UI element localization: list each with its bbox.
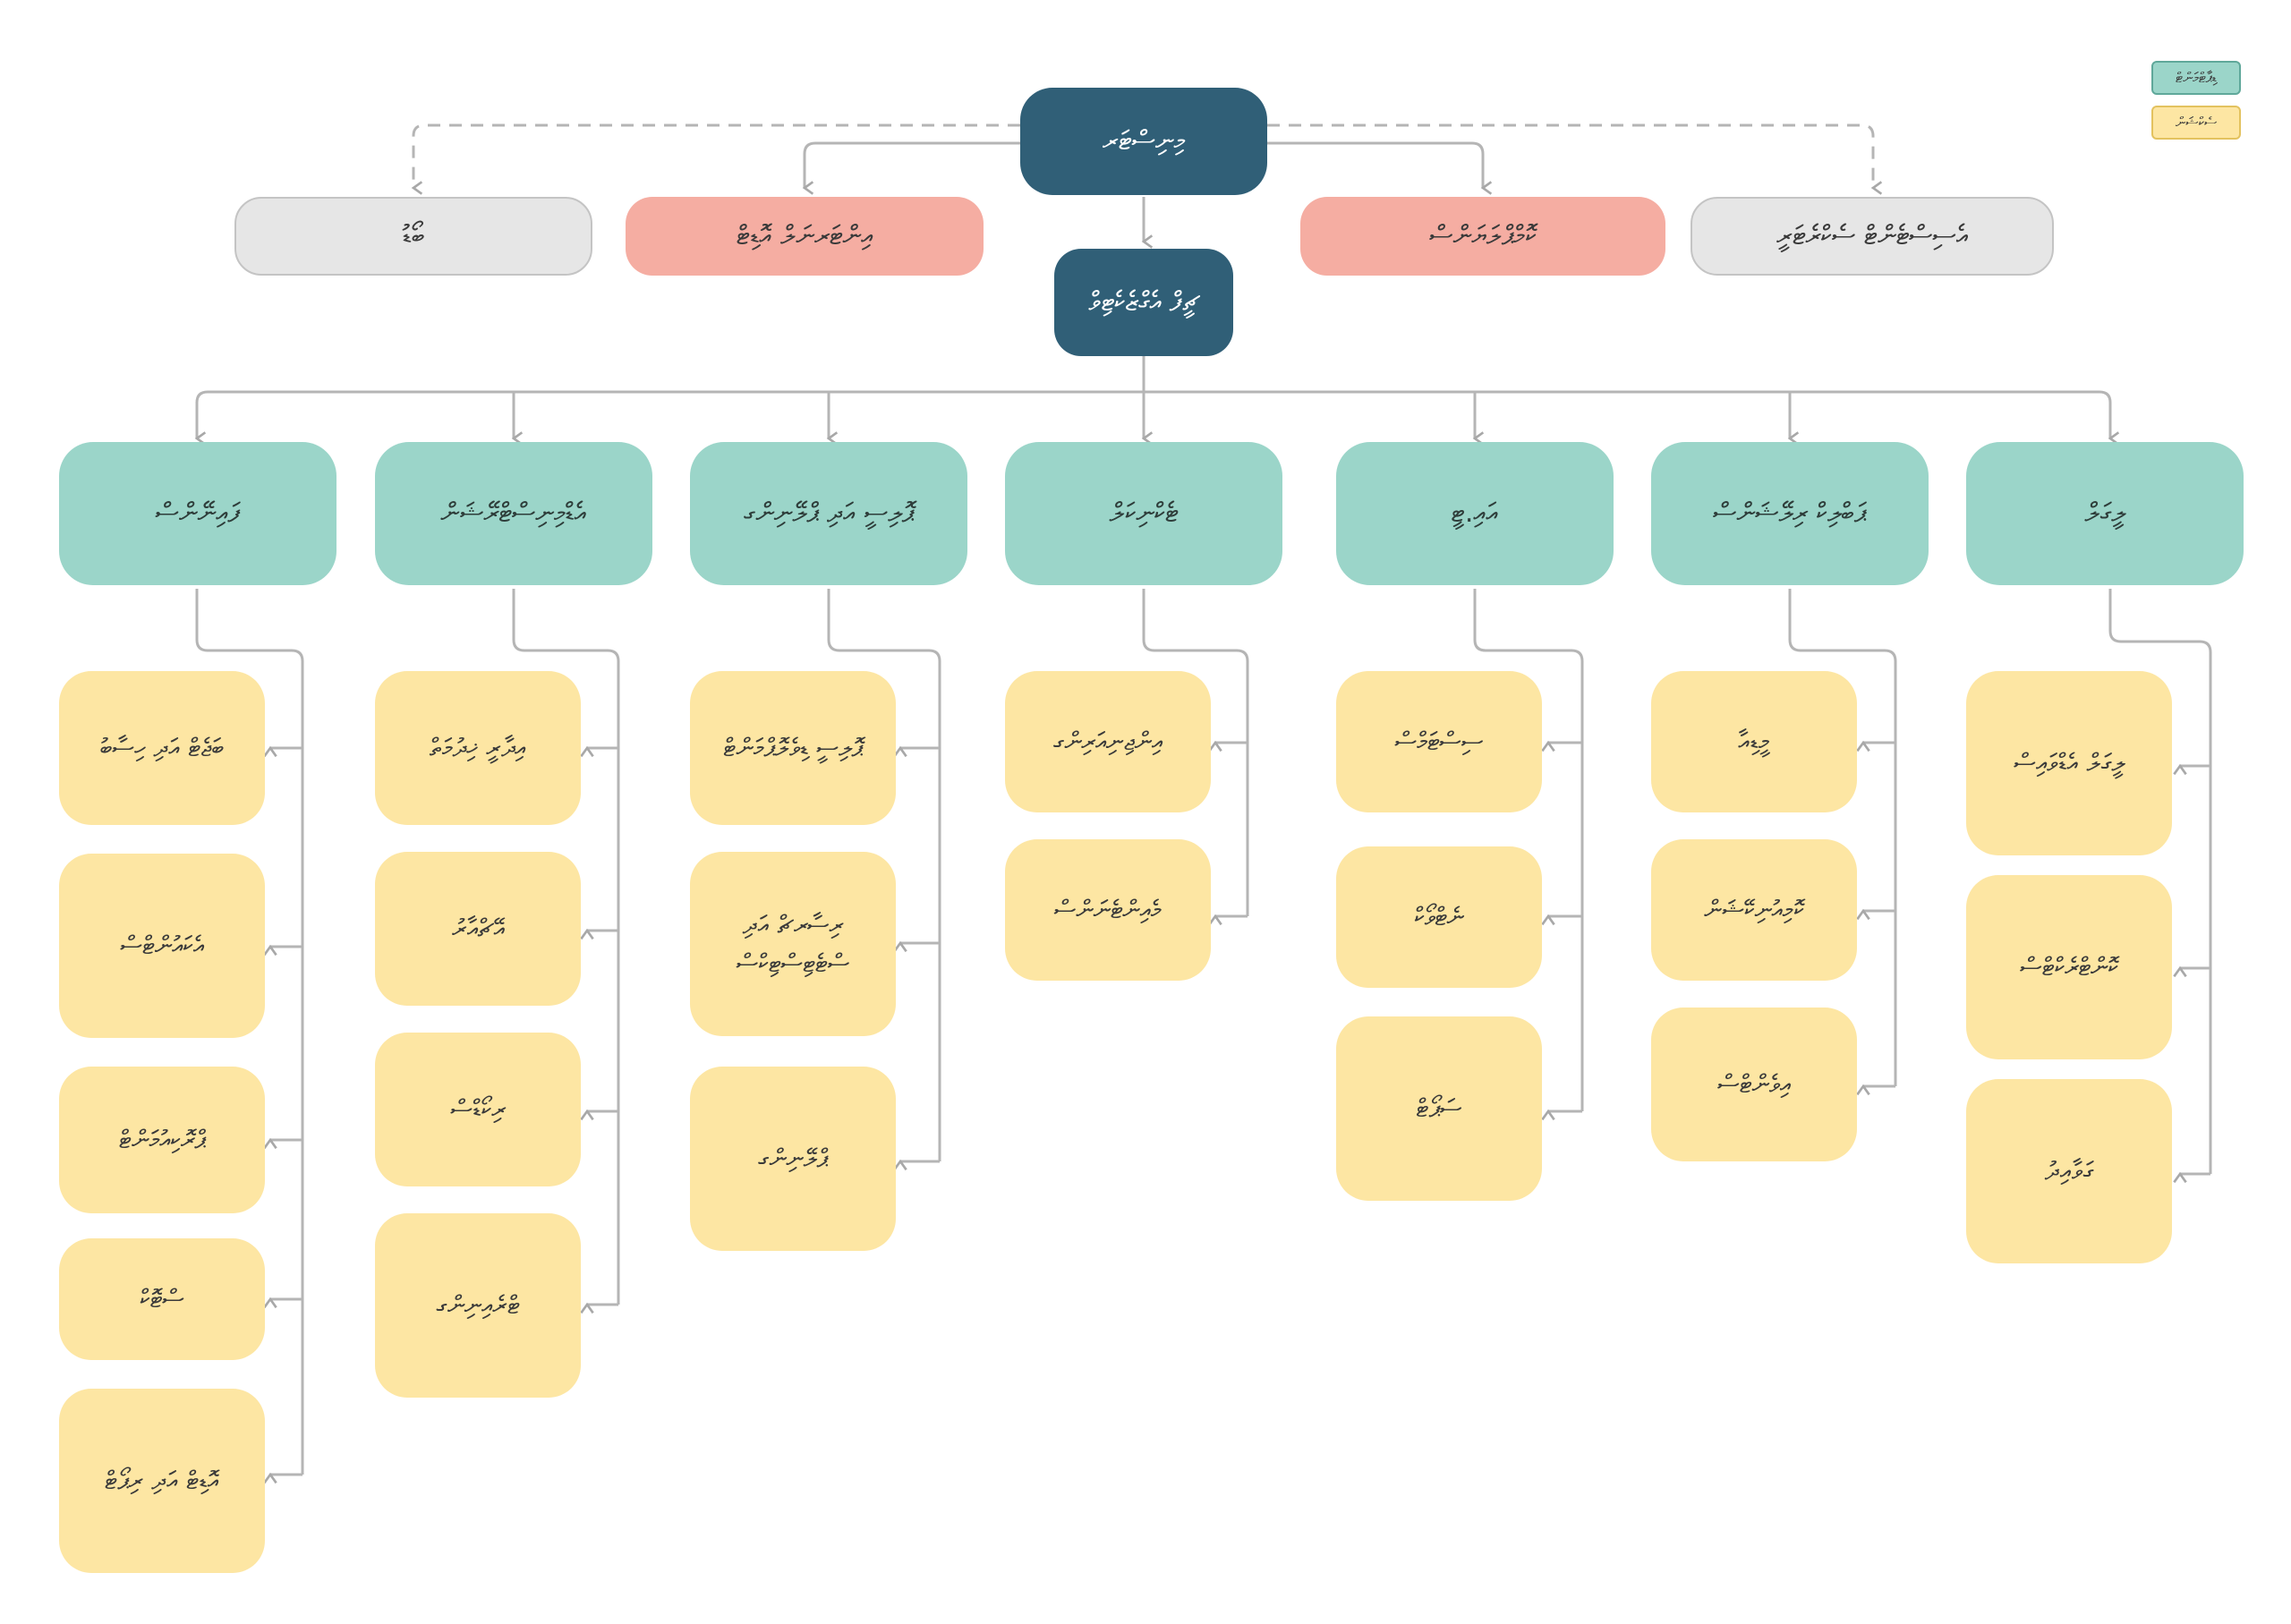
section-3-3-label: ޕްލޭނިންގ <box>758 1144 828 1174</box>
section-1-3[interactable]: ޕްރޮކިއުމަންޓް <box>59 1067 265 1213</box>
section-7-3[interactable]: ގަވާއިދު <box>1966 1079 2172 1263</box>
node-far-right[interactable]: އެސިސްޓެންޓް ސެކްރެޓަރީ <box>1691 197 2054 276</box>
section-5-1-label: ސިސްޓަމްސް <box>1394 727 1484 757</box>
section-4-1[interactable]: އިންޖިނިއަރިންގ <box>1005 671 1211 812</box>
section-1-1-label: ބަޖެޓް އަދި ހިސާބު <box>99 733 225 763</box>
section-1-5-label: އޮޑިޓް އަދި ރިޕޯޓް <box>104 1466 220 1496</box>
section-7-2-label: ކޮންޓްރެކްޓްސް <box>2020 952 2118 982</box>
department-2-label: އެޑްމިނިސްޓްރޭޝަން <box>440 497 587 529</box>
trunk-col-6 <box>1788 589 1897 1086</box>
section-2-3[interactable]: ރިކޯޑްސް <box>375 1033 581 1186</box>
section-2-4-label: ޓްރެއިނިންގ <box>436 1290 520 1321</box>
section-2-4[interactable]: ޓްރެއިނިންގ <box>375 1213 581 1398</box>
section-6-2-label: ކޮމިއުނިކޭޝަން <box>1704 895 1804 925</box>
department-3-label: ޕޮލިސީ އަދި ޕްލޭނިންގ <box>744 497 914 529</box>
node-board[interactable]: މިނިސްޓަރ <box>1020 88 1267 195</box>
section-4-2[interactable]: މެއިންޓެނަންސް <box>1005 839 1211 981</box>
section-5-3-label: ސަޕޯޓް <box>1416 1093 1462 1124</box>
section-7-2[interactable]: ކޮންޓްރެކްޓްސް <box>1966 875 2172 1059</box>
section-5-3[interactable]: ސަޕޯޓް <box>1336 1016 1542 1201</box>
trunk-col-5 <box>1473 589 1584 1111</box>
section-3-1[interactable]: ޕޮލިސީ ޑިވެލޮޕްމަންޓް <box>690 671 896 825</box>
node-board-label: މިނިސްޓަރ <box>1103 124 1185 157</box>
node-left-label: އިންޓަރނަލް އޮޑިޓް <box>736 219 873 251</box>
department-5-label: އައި.ޓީ <box>1451 497 1499 529</box>
department-6-label: ޕަބްލިކް ރިލޭޝަންސް <box>1713 497 1867 529</box>
section-3-1-label: ޕޮލިސީ ޑިވެލޮޕްމަންޓް <box>723 733 863 763</box>
section-4-1-label: އިންޖިނިއަރިންގ <box>1052 727 1163 757</box>
section-1-4-label: ސްޓޮކް <box>140 1284 184 1314</box>
section-2-3-label: ރިކޯޑްސް <box>450 1094 506 1125</box>
trunk-col-7 <box>2108 589 2212 1174</box>
section-2-1[interactable]: އިދާރީ ޚިދުމަތް <box>375 671 581 825</box>
legend-department: ޑިޕާޓްމަންޓް <box>2151 61 2241 95</box>
section-5-2[interactable]: ނެޓްވޯކް <box>1336 846 1542 988</box>
department-7-label: ލީގަލް <box>2084 497 2125 529</box>
node-right-label: ކޮމްޕްލަޔަންސް <box>1429 219 1537 251</box>
section-3-2-label: ރިސާރޗް އަދި ސްޓެޓިސްޓިކްސް <box>736 909 850 978</box>
trunk-col-3 <box>827 589 941 1161</box>
section-6-1-label: މީޑިއާ <box>1738 727 1770 757</box>
section-1-2[interactable]: އެކައުންޓްސް <box>59 854 265 1038</box>
department-5[interactable]: އައި.ޓީ <box>1336 442 1614 585</box>
department-1[interactable]: ފައިނޭންސް <box>59 442 336 585</box>
node-ceo[interactable]: ޗީފް އެގްޒެކެޓިވް <box>1054 249 1233 356</box>
node-ceo-label: ޗީފް އެގްޒެކެޓިވް <box>1088 285 1199 318</box>
section-2-2-label: އޭޗްއާރު <box>452 914 504 944</box>
line-board-left <box>802 141 1020 195</box>
section-1-2-label: އެކައުންޓްސް <box>120 931 204 961</box>
section-3-3[interactable]: ޕްލޭނިންގ <box>690 1067 896 1251</box>
department-2[interactable]: އެޑްމިނިސްޓްރޭޝަން <box>375 442 652 585</box>
department-3[interactable]: ޕޮލިސީ އަދި ޕްލޭނިންގ <box>690 442 967 585</box>
section-4-2-label: މެއިންޓެނަންސް <box>1053 895 1163 925</box>
department-4-label: ޓެކްނިކަލް <box>1109 497 1179 529</box>
section-2-2[interactable]: އޭޗްއާރު <box>375 852 581 1006</box>
line-board-right <box>1267 141 1493 195</box>
trunk-col-1 <box>195 589 304 1475</box>
node-left[interactable]: އިންޓަރނަލް އޮޑިޓް <box>626 197 984 276</box>
legend-section-label: ސެކްޝަން <box>2175 114 2218 131</box>
node-right[interactable]: ކޮމްޕްލަޔަންސް <box>1300 197 1665 276</box>
section-2-1-label: އިދާރީ ޚިދުމަތް <box>429 733 527 763</box>
node-far-left-label: ބޯޑު <box>402 219 425 251</box>
section-5-1[interactable]: ސިސްޓަމްސް <box>1336 671 1542 812</box>
department-4[interactable]: ޓެކްނިކަލް <box>1005 442 1282 585</box>
department-1-label: ފައިނޭންސް <box>155 497 241 529</box>
trunk-col-2 <box>512 589 620 1305</box>
section-7-1[interactable]: ލީގަލް އެޑްވައިސް <box>1966 671 2172 855</box>
section-7-1-label: ލީގަލް އެޑްވައިސް <box>2014 748 2125 778</box>
section-1-5[interactable]: އޮޑިޓް އަދި ރިޕޯޓް <box>59 1389 265 1573</box>
trunk-col-4 <box>1142 589 1249 916</box>
line-bus <box>195 390 2112 404</box>
legend-section: ސެކްޝަން <box>2151 106 2241 140</box>
section-6-3-label: އިވެންޓްސް <box>1717 1069 1791 1100</box>
section-3-2[interactable]: ރިސާރޗް އަދި ސްޓެޓިސްޓިކްސް <box>690 852 896 1036</box>
section-1-4[interactable]: ސްޓޮކް <box>59 1238 265 1360</box>
line-board-far-left <box>411 123 1020 195</box>
department-7[interactable]: ލީގަލް <box>1966 442 2244 585</box>
section-6-2[interactable]: ކޮމިއުނިކޭޝަން <box>1651 839 1857 981</box>
section-7-3-label: ގަވާއިދު <box>2044 1156 2094 1186</box>
section-6-1[interactable]: މީޑިއާ <box>1651 671 1857 812</box>
section-1-3-label: ޕްރޮކިއުމަންޓް <box>118 1125 206 1155</box>
line-board-far-right <box>1267 123 1883 195</box>
department-6[interactable]: ޕަބްލިކް ރިލޭޝަންސް <box>1651 442 1929 585</box>
section-5-2-label: ނެޓްވޯކް <box>1414 902 1464 932</box>
node-far-right-label: އެސިސްޓެންޓް ސެކްރެޓަރީ <box>1776 219 1968 251</box>
section-6-3[interactable]: އިވެންޓްސް <box>1651 1008 1857 1161</box>
section-1-1[interactable]: ބަޖެޓް އަދި ހިސާބު <box>59 671 265 825</box>
legend-department-label: ޑިޕާޓްމަންޓް <box>2176 69 2217 86</box>
node-far-left[interactable]: ބޯޑު <box>234 197 592 276</box>
